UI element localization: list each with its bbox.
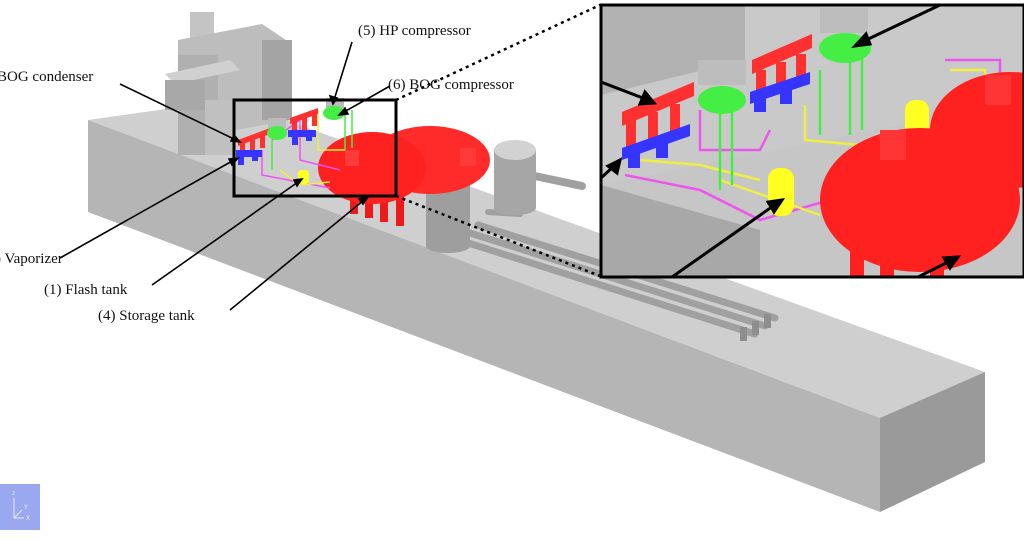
grey-tank-right [494, 140, 536, 215]
leader-hp-compressor [333, 41, 353, 101]
label-bog-compressor: (6) BOG compressor [388, 77, 514, 93]
dotted-leader-top [395, 3, 601, 102]
building-block [165, 12, 292, 155]
label-hp-compressor: (5) HP compressor [358, 23, 471, 39]
label-vaporizer: ) Vaporizer [0, 251, 63, 267]
leader-bog-condenser [119, 83, 237, 141]
platform-base [88, 100, 985, 512]
callout-lines [59, 41, 391, 311]
zoom-inset-border [599, 3, 1024, 279]
hp-compressor-body [698, 86, 746, 114]
pipes-main [261, 110, 353, 189]
leader-bog-compressor [343, 85, 391, 113]
focus-rectangle [232, 98, 398, 198]
axis-orientation-widget[interactable]: z Y X [0, 484, 40, 530]
platform-top [88, 100, 985, 418]
label-bog-condenser: BOG condenser [0, 69, 94, 85]
compressor-main [267, 98, 345, 140]
condenser-inset [622, 34, 812, 152]
dotted-leader-bottom [395, 194, 601, 278]
hp-compressor-housing [698, 60, 746, 85]
zoom-inset [599, 3, 1024, 279]
bog-compressor-body [819, 33, 871, 63]
platform-right-face [880, 372, 985, 512]
vaporizer-main [236, 130, 316, 165]
leader-vaporizer [59, 159, 235, 259]
label-storage-tank: (4) Storage tank [98, 308, 195, 324]
axis-triad-icon [13, 498, 24, 519]
bog-compressor-housing [820, 8, 868, 33]
pipe-ends [740, 314, 771, 341]
label-flash-tank: (1) Flash tank [44, 282, 128, 298]
storage-tank-inset [820, 72, 1024, 277]
condenser-main [238, 108, 318, 156]
axis-x-label: X [26, 515, 31, 522]
vaporizer-inset [622, 72, 810, 168]
leader-storage-tank [229, 199, 365, 311]
leader-flash-tank [151, 181, 299, 286]
axis-y-label: Y [24, 504, 28, 511]
inset-arrows [601, 5, 962, 277]
axis-z-label: z [12, 490, 16, 497]
platform-front-face [88, 120, 880, 512]
